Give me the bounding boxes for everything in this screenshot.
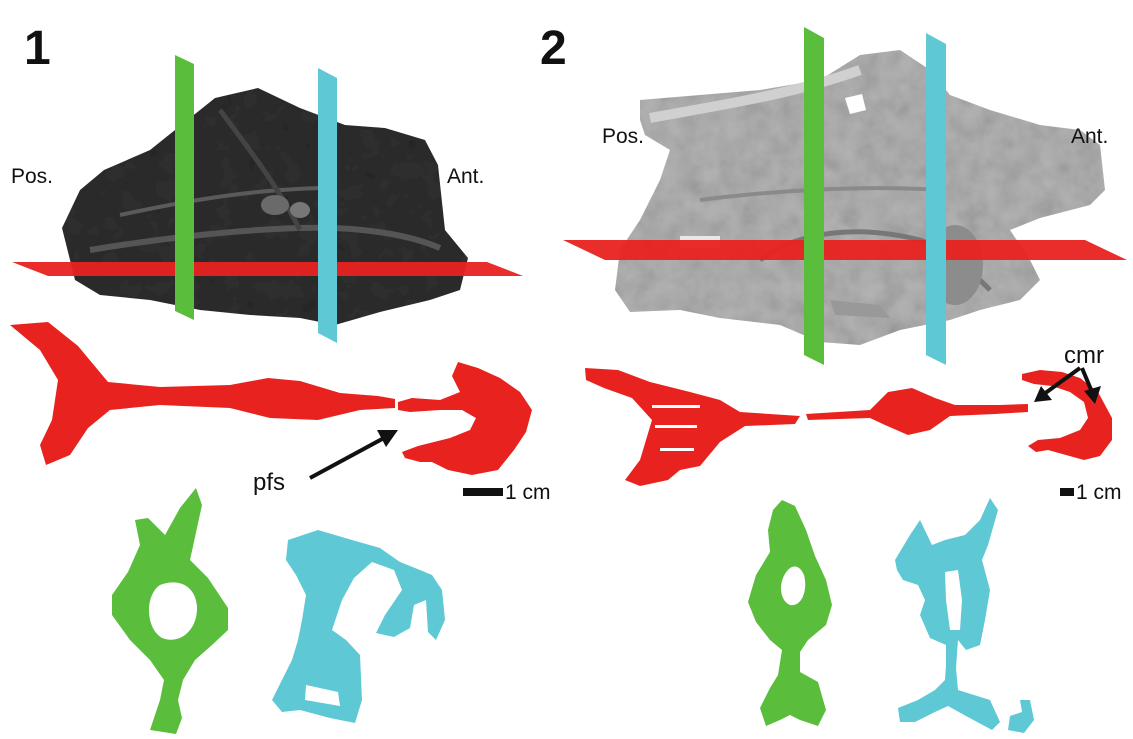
horizontal-section-plane-2 xyxy=(563,240,1127,260)
posterior-label: Pos. xyxy=(11,165,53,188)
horizontal-section-shape-1 xyxy=(10,322,532,475)
scale-bar-1 xyxy=(463,488,503,496)
specimen-photo-2 xyxy=(615,50,1105,345)
callout-arrow-pfs xyxy=(310,430,398,478)
cyan-section-shape-2 xyxy=(895,498,1034,733)
callout-label-pfs: pfs xyxy=(253,469,285,496)
anterior-label: Ant. xyxy=(1071,125,1108,148)
posterior-label: Pos. xyxy=(602,125,644,148)
horizontal-section-plane-1 xyxy=(12,262,523,276)
panel-2: 2 Pos. Ant. xyxy=(540,22,1127,733)
anterior-label: Ant. xyxy=(447,165,484,188)
cyan-section-plane-2 xyxy=(926,33,946,365)
green-section-plane-1 xyxy=(175,55,194,320)
panel-1: 1 Pos. Ant. pfs 1 cm xyxy=(10,22,551,734)
specimen-photo-1 xyxy=(62,88,468,325)
scale-label-2: 1 cm xyxy=(1076,481,1122,504)
green-section-shape-1 xyxy=(112,488,228,734)
panel-number: 2 xyxy=(540,22,567,75)
scale-label-1: 1 cm xyxy=(505,481,551,504)
horizontal-section-shape-2 xyxy=(585,368,1112,486)
green-section-plane-2 xyxy=(804,27,824,365)
cyan-section-shape-1 xyxy=(272,530,445,723)
green-section-shape-2 xyxy=(748,500,832,726)
cyan-section-plane-1 xyxy=(318,68,337,343)
callout-label-cmr: cmr xyxy=(1064,342,1104,369)
panel-number: 1 xyxy=(24,22,51,75)
scale-bar-2 xyxy=(1060,488,1074,496)
